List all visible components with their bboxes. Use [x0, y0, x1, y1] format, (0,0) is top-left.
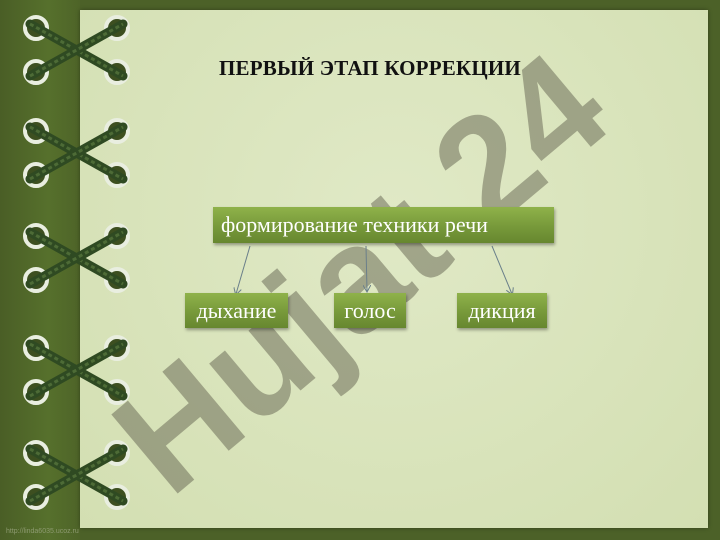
slide-title: ПЕРВЫЙ ЭТАП КОРРЕКЦИИ	[219, 56, 521, 80]
lace-cord-texture	[29, 342, 124, 398]
diagram-node-diction: дикция	[457, 293, 547, 328]
lace-cord-texture	[29, 125, 124, 181]
lace-cord-texture	[29, 22, 124, 78]
diagram-node-voice: голос	[334, 293, 406, 328]
lace-cord-texture	[29, 230, 124, 286]
binding-lacing	[23, 15, 130, 510]
lace-cord-texture	[29, 230, 124, 286]
paper-surface	[80, 10, 708, 528]
lace-cord-texture	[29, 125, 124, 181]
diagram-root-node: формирование техники речи	[213, 207, 554, 243]
lace-cord-texture	[29, 447, 124, 503]
lace-cord-texture	[29, 22, 124, 78]
lace-cord-texture	[29, 447, 124, 503]
diagram-node-breathing: дыхание	[185, 293, 288, 328]
footer-url: http://linda6035.ucoz.ru	[6, 528, 79, 535]
lace-cord-texture	[29, 342, 124, 398]
